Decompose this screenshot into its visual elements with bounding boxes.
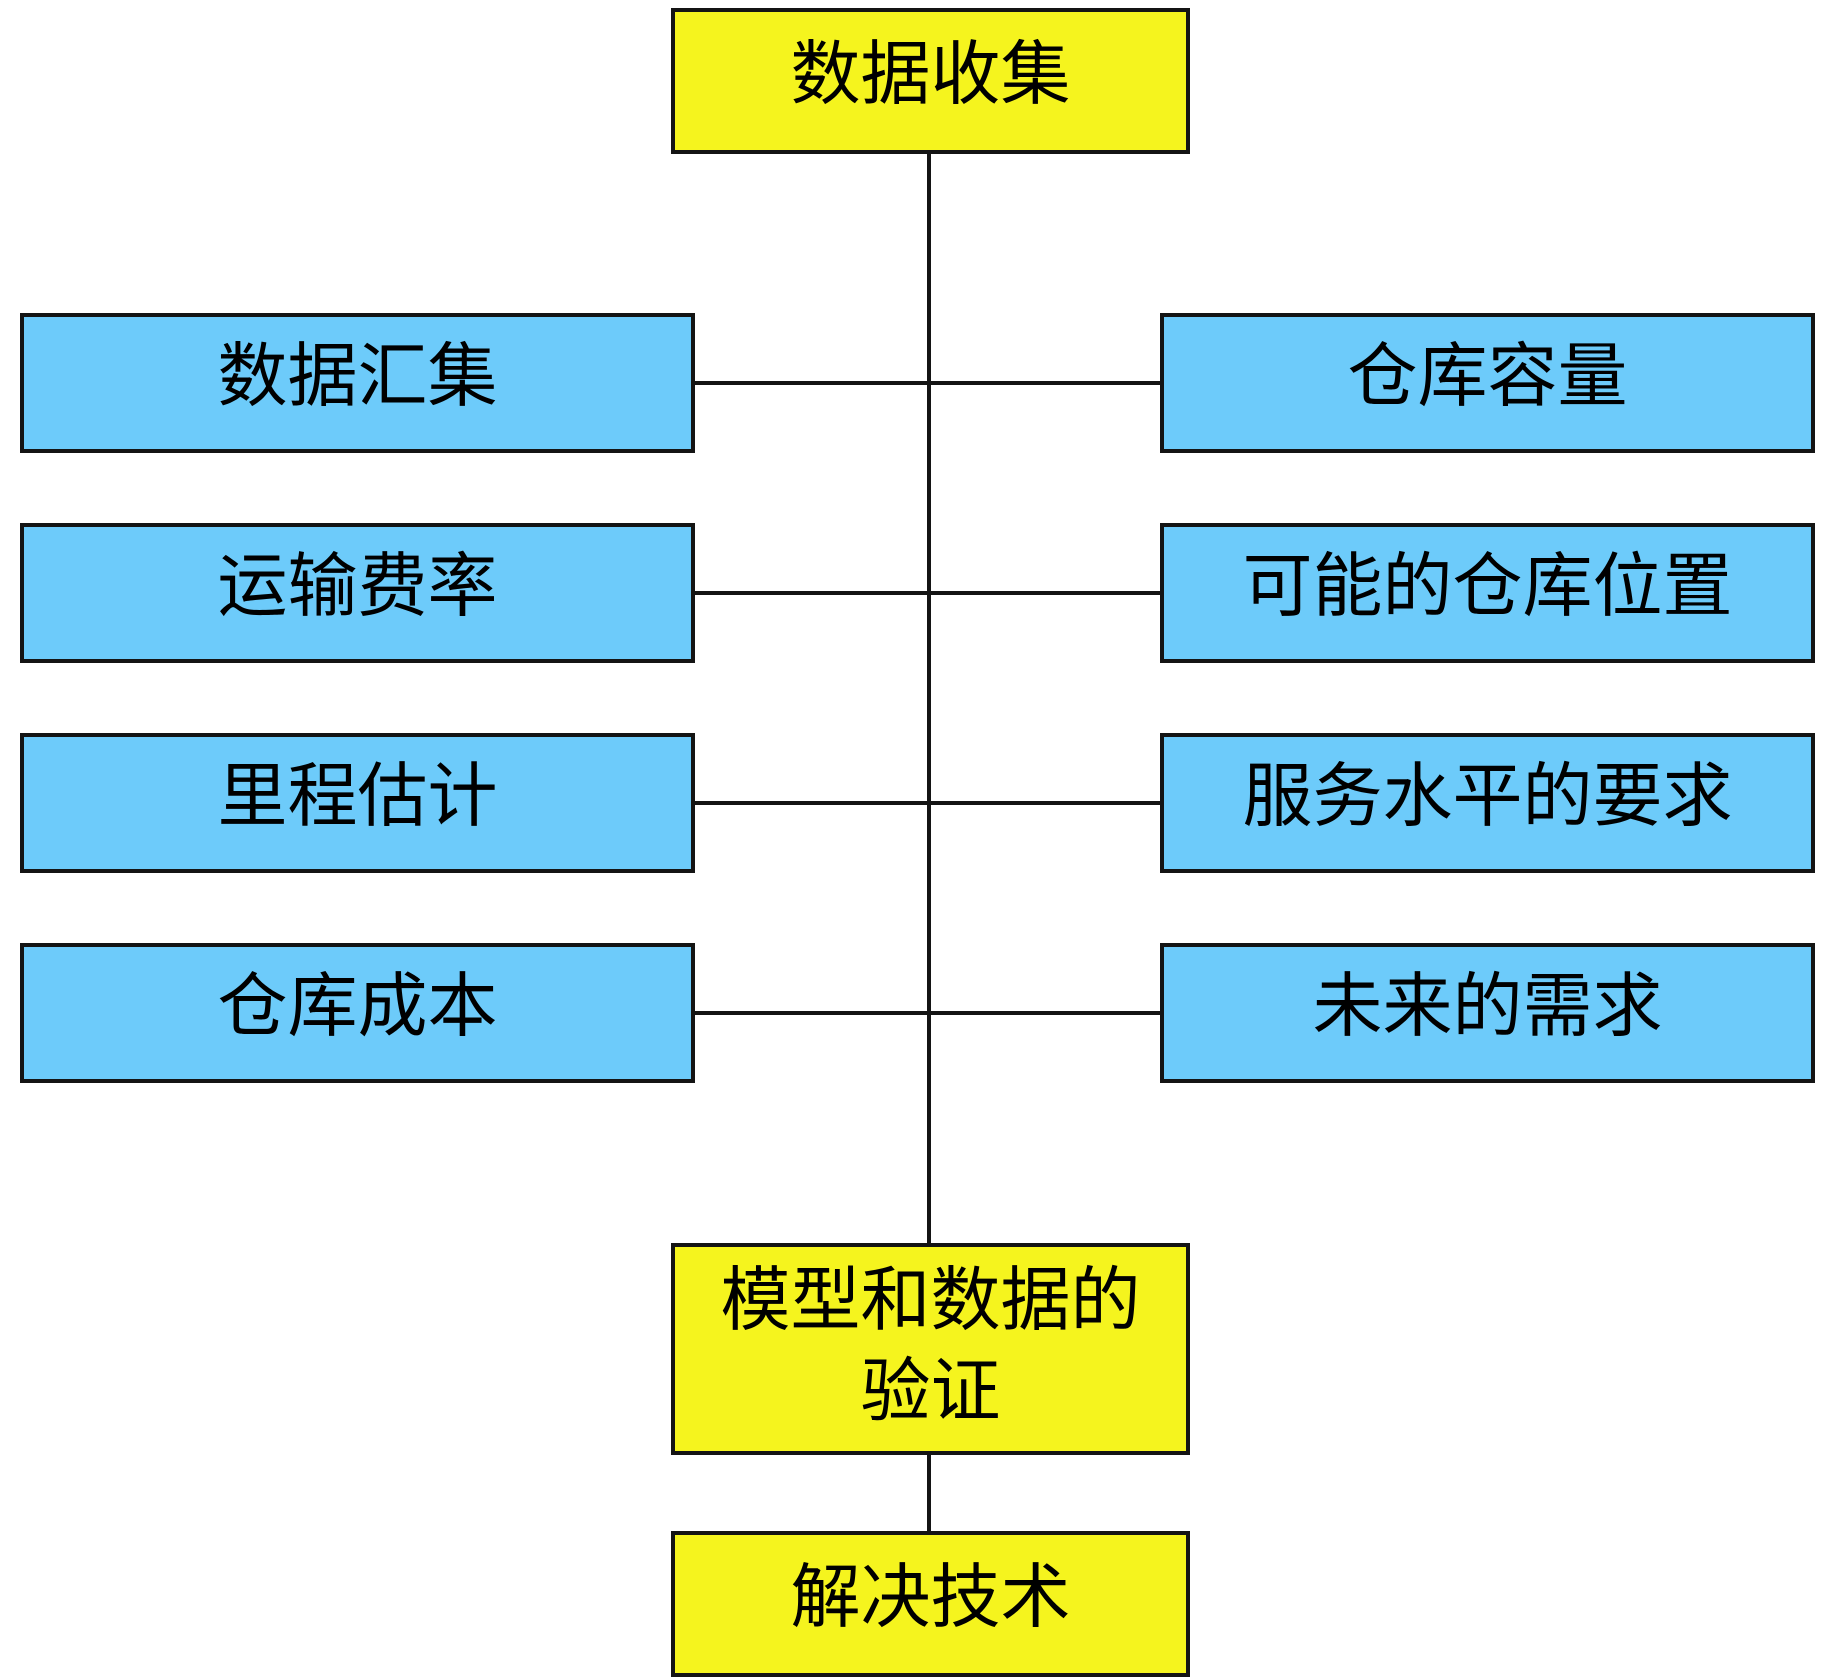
connector-main-vertical-line	[927, 154, 931, 1243]
connector-row3-horizontal-line	[695, 801, 1160, 805]
connector-lower-vertical-line	[927, 1455, 931, 1531]
node-data-collection: 数据收集	[671, 8, 1190, 154]
node-transport-rates: 运输费率	[20, 523, 695, 663]
node-service-level-requirements: 服务水平的要求	[1160, 733, 1815, 873]
node-warehouse-costs: 仓库成本	[20, 943, 695, 1083]
node-model-data-validation-label-line1: 模型和数据的	[720, 1259, 1141, 1341]
node-model-data-validation-label-line2: 验证	[860, 1350, 1001, 1432]
node-potential-warehouse-locations: 可能的仓库位置	[1160, 523, 1815, 663]
node-solution-technique: 解决技术	[671, 1531, 1190, 1677]
connector-row1-horizontal-line	[695, 381, 1160, 385]
node-warehouse-capacity-label: 仓库容量	[1347, 334, 1628, 417]
node-data-collection-label: 数据收集	[790, 32, 1071, 115]
node-data-aggregation: 数据汇集	[20, 313, 695, 453]
node-model-data-validation: 模型和数据的 验证	[671, 1243, 1190, 1455]
connector-row2-horizontal-line	[695, 591, 1160, 595]
connector-row4-horizontal-line	[695, 1011, 1160, 1015]
node-potential-warehouse-locations-label: 可能的仓库位置	[1242, 544, 1733, 627]
node-transport-rates-label: 运输费率	[217, 544, 498, 627]
node-future-demand-label: 未来的需求	[1312, 964, 1663, 1047]
node-future-demand: 未来的需求	[1160, 943, 1815, 1083]
node-service-level-requirements-label: 服务水平的要求	[1242, 754, 1733, 837]
node-solution-technique-label: 解决技术	[790, 1555, 1071, 1638]
node-warehouse-costs-label: 仓库成本	[217, 964, 498, 1047]
node-data-aggregation-label: 数据汇集	[217, 334, 498, 417]
node-model-data-validation-label: 模型和数据的 验证	[721, 1255, 1141, 1437]
node-warehouse-capacity: 仓库容量	[1160, 313, 1815, 453]
node-mileage-estimation: 里程估计	[20, 733, 695, 873]
node-mileage-estimation-label: 里程估计	[217, 754, 498, 837]
